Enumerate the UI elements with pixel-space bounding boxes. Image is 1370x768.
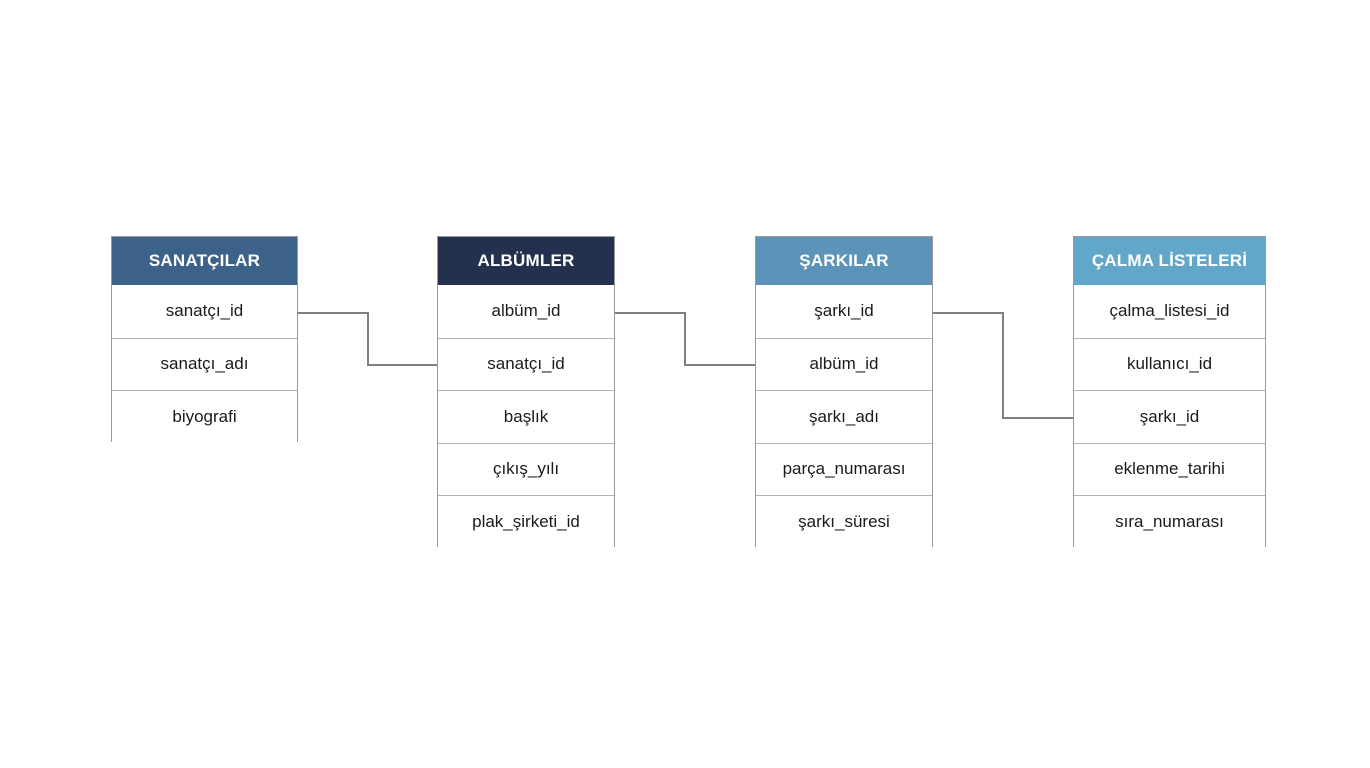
er-field-row[interactable]: plak_şirketi_id [438, 495, 614, 548]
er-field-row[interactable]: sanatçı_id [438, 337, 614, 390]
er-field-row[interactable]: biyografi [112, 390, 297, 443]
er-field-row[interactable]: çıkış_yılı [438, 442, 614, 495]
er-field-row[interactable]: albüm_id [756, 337, 932, 390]
er-field-row[interactable]: sanatçı_adı [112, 337, 297, 390]
er-field-row[interactable]: parça_numarası [756, 442, 932, 495]
er-field-row[interactable]: şarkı_id [1074, 390, 1265, 443]
connector-albumler-to-sarkilar [615, 312, 755, 366]
er-field-row[interactable]: albüm_id [438, 285, 614, 338]
er-field-row[interactable]: kullanıcı_id [1074, 337, 1265, 390]
er-table-header: ŞARKILAR [756, 237, 932, 285]
er-table-header: ALBÜMLER [438, 237, 614, 285]
er-field-row[interactable]: sanatçı_id [112, 285, 297, 338]
er-table-header: SANATÇILAR [112, 237, 297, 285]
er-field-row[interactable]: şarkı_süresi [756, 495, 932, 548]
connector-sanatcilar-to-albumler [298, 312, 437, 366]
er-field-row[interactable]: eklenme_tarihi [1074, 442, 1265, 495]
connector-sarkilar-to-calma-listeleri [933, 312, 1073, 419]
er-field-row[interactable]: sıra_numarası [1074, 495, 1265, 548]
er-field-row[interactable]: şarkı_id [756, 285, 932, 338]
er-table-header: ÇALMA LİSTELERİ [1074, 237, 1265, 285]
er-field-row[interactable]: başlık [438, 390, 614, 443]
er-field-row[interactable]: şarkı_adı [756, 390, 932, 443]
er-field-row[interactable]: çalma_listesi_id [1074, 285, 1265, 338]
